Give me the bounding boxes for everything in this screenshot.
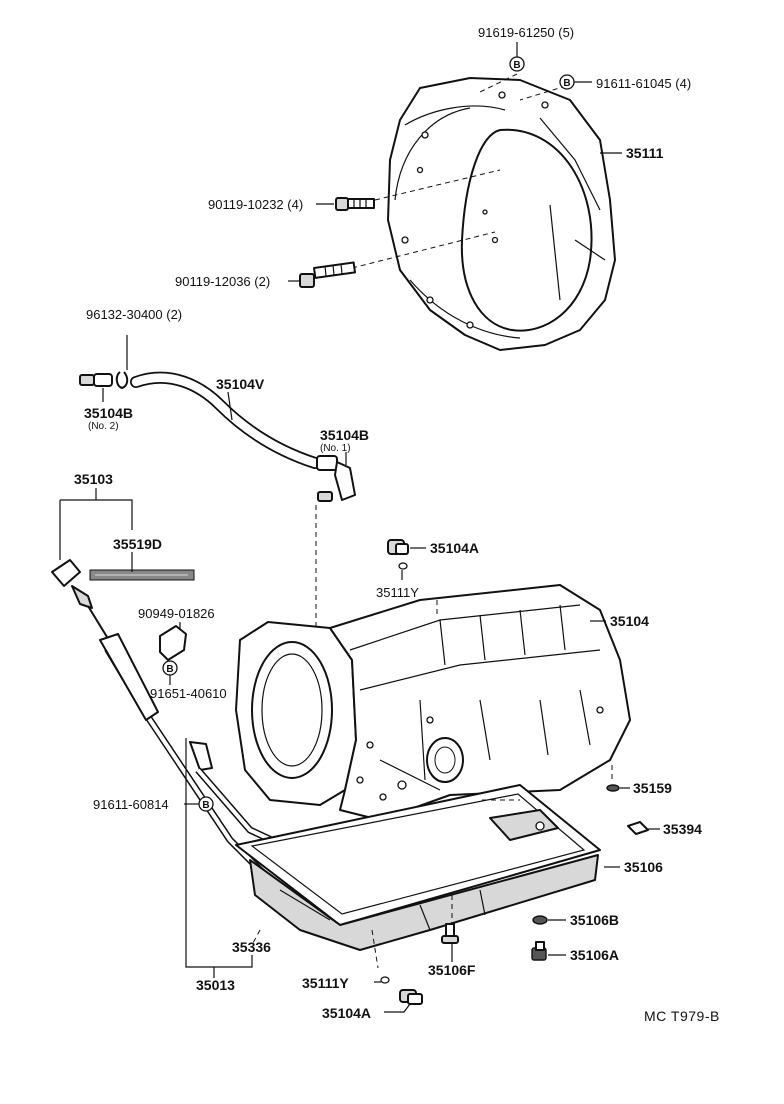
oil-pan <box>249 854 599 951</box>
tube-bracket <box>159 625 187 661</box>
hose-clip <box>115 371 129 390</box>
drawing-code: MC T979-B <box>644 1008 720 1024</box>
part-label: 35111 <box>626 145 664 161</box>
svg-text:B: B <box>202 800 209 811</box>
drain-plug-icon <box>531 941 547 961</box>
leader-dash <box>519 85 567 101</box>
marker-b: B <box>162 660 178 676</box>
leader-dash <box>374 169 501 201</box>
part-label: 35104B <box>84 405 133 421</box>
part-label: 35104A <box>322 1005 371 1021</box>
bolt-icon <box>441 923 459 944</box>
breather-hose <box>130 371 321 469</box>
svg-text:B: B <box>513 60 520 71</box>
marker-b: B <box>559 74 575 90</box>
part-label: 90949-01826 <box>138 606 215 621</box>
transmission-case <box>235 584 631 821</box>
magnet-icon <box>627 821 649 835</box>
part-label: 35104 <box>610 613 649 629</box>
part-label: 91651-40610 <box>150 686 227 701</box>
leader-dash <box>351 231 496 269</box>
leader-dash <box>251 929 261 946</box>
gasket-icon <box>532 915 548 925</box>
o-ring <box>398 562 408 570</box>
breather-plug-no1 <box>316 455 356 502</box>
washer-icon <box>606 784 620 792</box>
part-label: 96132-30400 (2) <box>86 307 182 322</box>
bolt-icon <box>335 197 375 211</box>
converter-housing <box>387 77 616 351</box>
part-label: 35106F <box>428 962 476 978</box>
part-label: 35106A <box>570 947 619 963</box>
bolt-icon <box>299 261 357 288</box>
leader-line <box>227 391 233 421</box>
part-label: 35336 <box>232 939 271 955</box>
part-label: 91611-61045 (4) <box>596 76 691 91</box>
caution-label <box>89 569 195 581</box>
part-label: 35111Y <box>302 975 349 991</box>
part-label: 35519D <box>113 536 162 552</box>
part-label: 35159 <box>633 780 672 796</box>
leader-line <box>384 1003 411 1013</box>
o-ring <box>380 976 390 984</box>
drain-plug <box>399 989 423 1005</box>
leader-line <box>60 499 133 530</box>
oil-strainer <box>489 809 559 841</box>
breather-plug-no2 <box>79 373 113 387</box>
marker-b: B <box>198 796 214 812</box>
part-label: 35106 <box>624 859 663 875</box>
part-label: 91619-61250 (5) <box>478 25 574 40</box>
leader-dash <box>371 929 379 969</box>
leader-line <box>185 738 253 968</box>
part-label: 91611-60814 <box>93 797 169 812</box>
part-label: 35104V <box>216 376 265 392</box>
part-label: 35013 <box>196 977 235 993</box>
part-label: 35394 <box>663 821 702 837</box>
part-label-sub: (No. 1) <box>320 443 351 454</box>
part-label: 35103 <box>74 471 113 487</box>
part-label: 35104A <box>430 540 479 556</box>
svg-text:B: B <box>166 664 173 675</box>
part-label: 90119-12036 (2) <box>175 274 270 289</box>
drain-plug <box>387 539 409 555</box>
svg-text:B: B <box>563 78 570 89</box>
part-label: 35106B <box>570 912 619 928</box>
part-label: 35104B <box>320 427 369 443</box>
part-label: 35111Y <box>376 585 419 600</box>
leader-dash <box>479 73 518 93</box>
part-label: 90119-10232 (4) <box>208 197 303 212</box>
part-label-sub: (No. 2) <box>88 421 119 432</box>
marker-b: B <box>509 56 525 72</box>
